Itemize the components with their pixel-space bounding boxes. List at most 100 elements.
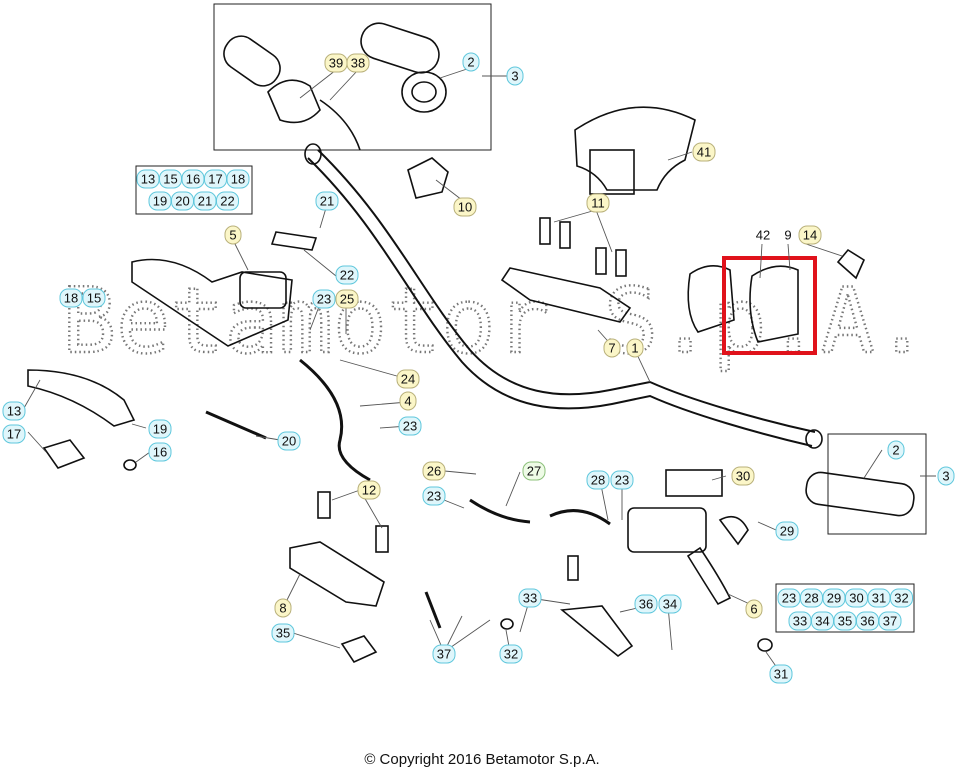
- switch-housing-9-part: [749, 265, 799, 343]
- callout-23: 23: [610, 470, 634, 490]
- callout-13: 13: [2, 401, 26, 421]
- callout-bubble: [399, 391, 417, 411]
- group-item-number: 23: [782, 591, 796, 606]
- callout-bubble: [586, 193, 610, 213]
- callout-number: 19: [153, 422, 167, 437]
- brake-hose-right-part: [549, 509, 611, 526]
- callout-bubble: [745, 599, 763, 619]
- callout-34: 34: [658, 594, 682, 614]
- callout-bubble: [634, 594, 658, 614]
- callout-bubble: [224, 225, 242, 245]
- callout-10: 10: [453, 197, 477, 217]
- callout-number: 25: [340, 292, 354, 307]
- clamp-35-part: [340, 635, 378, 664]
- group-item-bubble: [216, 191, 239, 211]
- bolts-11-part: [539, 217, 627, 277]
- callout-number: 6: [750, 602, 757, 617]
- group-item-number: 28: [804, 591, 818, 606]
- upper-clamp-part: [500, 267, 632, 323]
- brake-hose-27-part: [469, 498, 531, 524]
- leader-lines: [23, 67, 936, 673]
- group-item-number: 36: [860, 614, 874, 629]
- callout-bubble: [357, 480, 381, 500]
- callout-18: 18: [59, 288, 83, 308]
- callout-number: 39: [329, 56, 343, 71]
- handlebar-lower-edge: [307, 157, 813, 447]
- group-item-number: 15: [163, 172, 177, 187]
- callout-5: 5: [224, 225, 242, 245]
- callout-36: 36: [634, 594, 658, 614]
- handlebar-right-end: [805, 429, 823, 449]
- nut-31-part: [757, 638, 773, 652]
- callout-29: 29: [775, 521, 799, 541]
- callout-bubble: [506, 66, 524, 86]
- throttle-grip-part: [223, 35, 361, 151]
- callout-number: 35: [276, 626, 290, 641]
- callout-number: 9: [784, 228, 791, 243]
- callout-number: 10: [458, 200, 472, 215]
- group-item-number: 18: [231, 172, 245, 187]
- callout-bubble: [315, 191, 339, 211]
- callout-3: 3: [937, 466, 955, 486]
- group-item-bubble: [878, 611, 902, 631]
- callout-30: 30: [731, 466, 755, 486]
- nut-32-part: [500, 618, 514, 630]
- group-item-number: 32: [894, 591, 908, 606]
- group-item-number: 34: [815, 614, 829, 629]
- callout-bubble: [2, 424, 26, 444]
- callout-bubble: [422, 461, 446, 481]
- callout-bubble: [626, 338, 644, 358]
- grip-inset-frame: [827, 433, 927, 535]
- callout-bubble: [499, 644, 523, 664]
- callout-bubble: [82, 288, 106, 308]
- callout-number: 3: [942, 469, 949, 484]
- callout-25: 25: [335, 289, 359, 309]
- callout-number: 17: [7, 427, 21, 442]
- callout-15: 15: [82, 288, 106, 308]
- callout-bubble: [453, 197, 477, 217]
- left-master-cylinder-part: [131, 258, 293, 347]
- callout-41: 41: [692, 142, 716, 162]
- callout-bubble: [422, 486, 446, 506]
- callout-number: 42: [756, 228, 770, 243]
- reservoir-cap-part: [270, 231, 318, 251]
- callout-number: 37: [437, 647, 451, 662]
- callout-27: 27: [522, 461, 546, 481]
- callout-number: 15: [87, 291, 101, 306]
- callout-bubble: [518, 588, 542, 608]
- callout-bubble: [148, 419, 172, 439]
- callout-number: 14: [803, 228, 817, 243]
- callout-bubble: [798, 225, 822, 245]
- group-item-number: 21: [198, 194, 212, 209]
- callout-23: 23: [422, 486, 446, 506]
- callout-16: 16: [148, 442, 172, 462]
- reservoir-30-part: [665, 469, 723, 497]
- callout-12: 12: [357, 480, 381, 500]
- callout-number: 4: [404, 394, 411, 409]
- callout-number: 41: [697, 145, 711, 160]
- callout-19: 19: [148, 419, 172, 439]
- callout-number: 11: [591, 196, 605, 211]
- callout-bubble: [432, 644, 456, 664]
- instrument-41-mount: [589, 149, 635, 195]
- callout-26: 26: [422, 461, 446, 481]
- callout-number: 2: [892, 443, 899, 458]
- callout-2: 2: [462, 52, 480, 72]
- callout-number: 31: [774, 667, 788, 682]
- group-item-number: 35: [838, 614, 852, 629]
- callout-bubble: [603, 338, 621, 358]
- callout-number: 34: [663, 597, 677, 612]
- callout-11: 11: [586, 193, 610, 213]
- callout-number: 23: [317, 292, 331, 307]
- group-item-number: 17: [208, 172, 222, 187]
- callout-number: 33: [523, 591, 537, 606]
- lever-33-part: [560, 605, 634, 658]
- callout-bubble: [692, 142, 716, 162]
- screw-33-part: [567, 555, 579, 581]
- callout-number: 29: [780, 524, 794, 539]
- callout-bubble: [335, 265, 359, 285]
- cable-14-part: [836, 248, 866, 280]
- callout-number: 36: [639, 597, 653, 612]
- callout-number: 12: [362, 483, 376, 498]
- callout-number: 38: [351, 56, 365, 71]
